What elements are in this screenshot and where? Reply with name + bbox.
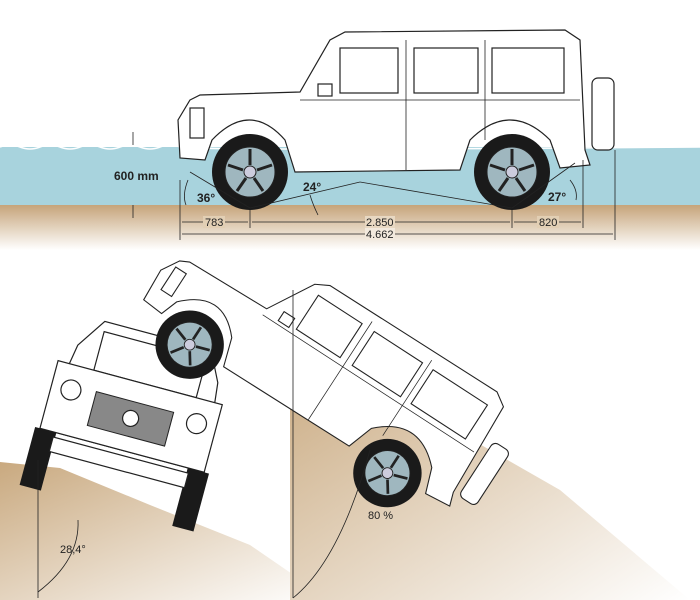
- wheelbase-label: 2.850: [366, 217, 394, 229]
- departure-angle-label: 27°: [548, 190, 566, 204]
- slope-ground-left: [0, 462, 330, 600]
- overall-length-label: 4.662: [366, 229, 394, 241]
- breakover-angle-label: 24°: [303, 180, 321, 194]
- front-overhang-label: 783: [205, 217, 223, 229]
- tilt-angle-label: 28,4°: [60, 544, 86, 556]
- climb-view: 80 %: [117, 202, 690, 600]
- approach-angle-label: 36°: [197, 191, 215, 205]
- side-view: 600 mm 36° 24° 27° 783 2.850 820 4.662: [0, 30, 700, 250]
- rear-overhang-label: 820: [539, 217, 557, 229]
- wading-depth-label: 600 mm: [114, 169, 159, 183]
- ground: [0, 205, 700, 250]
- gradient-label: 80 %: [368, 510, 393, 522]
